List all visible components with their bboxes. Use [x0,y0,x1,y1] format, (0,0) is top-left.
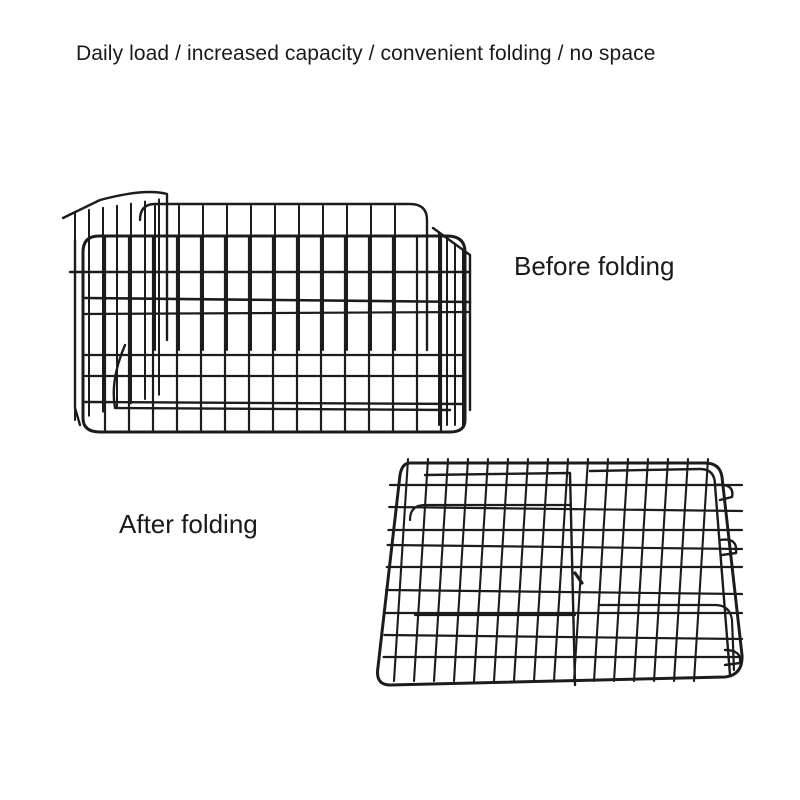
basket-unfolded-image [61,190,472,434]
tagline: Daily load / increased capacity / conven… [76,42,656,65]
basket-folded-image [376,457,744,687]
before-folding-label: Before folding [514,251,675,281]
after-folding-label: After folding [119,509,258,539]
